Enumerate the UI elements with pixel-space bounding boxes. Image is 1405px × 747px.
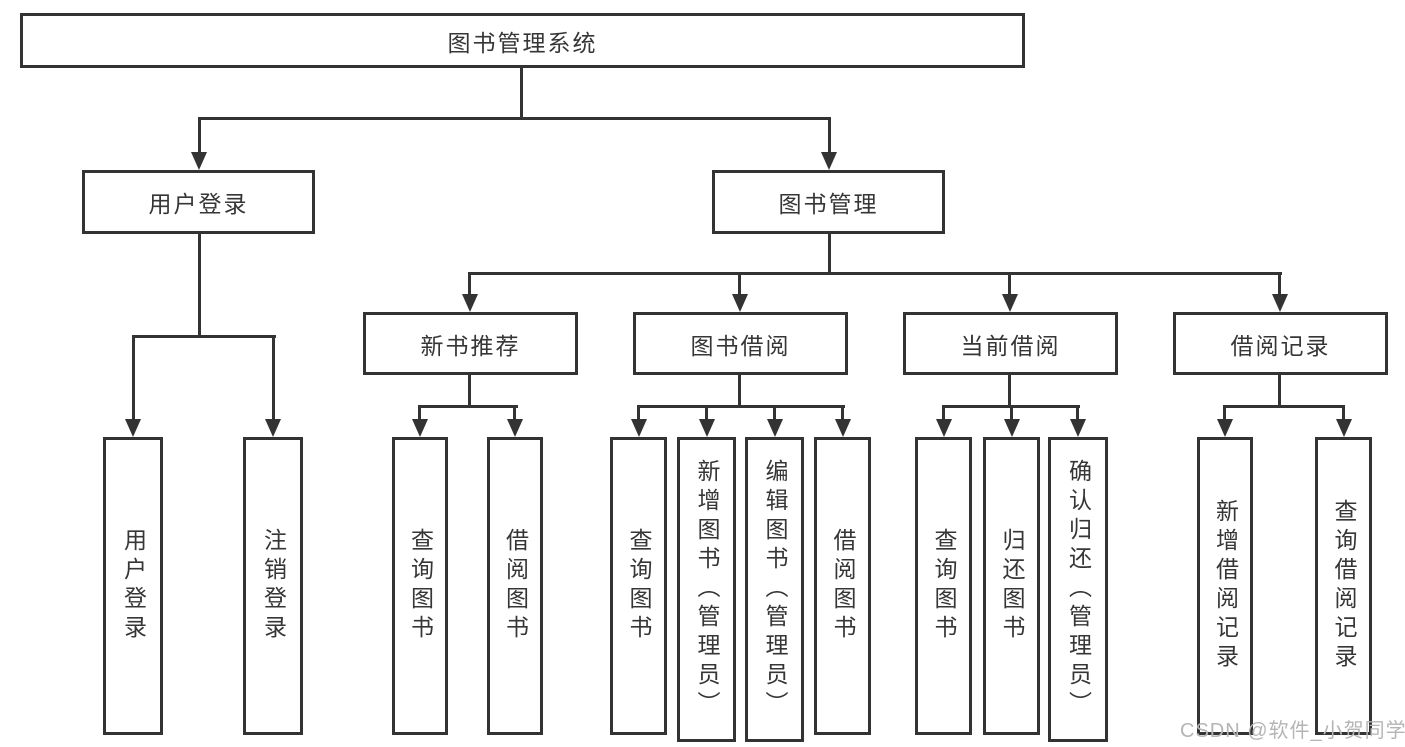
node-label: 新增借阅记录 bbox=[1212, 499, 1239, 673]
node-label: 借阅图书 bbox=[830, 528, 856, 644]
connector-line bbox=[1008, 375, 1011, 408]
arrow-down-icon bbox=[1004, 419, 1020, 437]
node-current-borrowing: 当前借阅 bbox=[903, 312, 1118, 375]
node-add-books-admin: 新增图书（管理员） bbox=[677, 437, 736, 742]
arrow-down-icon bbox=[265, 419, 281, 437]
node-label: 图书借阅 bbox=[690, 332, 791, 359]
connector-line bbox=[418, 405, 421, 421]
arrow-down-icon bbox=[699, 419, 715, 437]
node-borrow-books-borrowing: 借阅图书 bbox=[814, 437, 871, 735]
connector-line bbox=[198, 117, 201, 154]
connector-line bbox=[1223, 405, 1345, 408]
node-borrowing-records: 借阅记录 bbox=[1173, 312, 1388, 375]
node-label: 查询图书 bbox=[407, 528, 434, 644]
arrow-down-icon bbox=[1272, 294, 1288, 312]
node-query-books-borrowing: 查询图书 bbox=[610, 437, 667, 735]
arrow-down-icon bbox=[125, 419, 141, 437]
arrow-down-icon bbox=[191, 152, 207, 170]
connector-line bbox=[637, 405, 845, 408]
node-label: 新增图书（管理员） bbox=[694, 459, 720, 720]
node-book-borrowing: 图书借阅 bbox=[633, 312, 848, 375]
node-label: 注销登录 bbox=[260, 528, 287, 644]
connector-line bbox=[468, 272, 471, 296]
node-label: 查询借阅记录 bbox=[1331, 499, 1357, 673]
node-label: 编辑图书（管理员） bbox=[762, 459, 788, 720]
arrow-down-icon bbox=[1217, 419, 1233, 437]
connector-line bbox=[738, 375, 741, 408]
connector-line bbox=[828, 117, 831, 154]
connector-line bbox=[738, 272, 741, 296]
node-user-login-leaf: 用户登录 bbox=[103, 437, 163, 735]
connector-line bbox=[1076, 405, 1079, 421]
node-book-management: 图书管理 bbox=[712, 170, 945, 234]
connector-line bbox=[132, 335, 135, 421]
node-label: 图书管理 bbox=[778, 191, 879, 217]
node-edit-books-admin: 编辑图书（管理员） bbox=[745, 437, 804, 742]
connector-line bbox=[520, 68, 523, 120]
connector-line bbox=[1278, 375, 1281, 408]
node-add-borrow-record: 新增借阅记录 bbox=[1197, 437, 1253, 735]
node-label: 当前借阅 bbox=[960, 332, 1061, 359]
connector-line bbox=[468, 375, 471, 408]
arrow-down-icon bbox=[732, 294, 748, 312]
connector-line bbox=[1223, 405, 1226, 421]
connector-line bbox=[705, 405, 708, 421]
connector-line bbox=[468, 272, 1282, 275]
node-query-borrow-record: 查询借阅记录 bbox=[1315, 437, 1372, 735]
node-label: 借阅图书 bbox=[502, 528, 529, 644]
connector-line bbox=[1278, 272, 1281, 296]
node-query-books-current: 查询图书 bbox=[915, 437, 972, 735]
arrow-down-icon bbox=[631, 419, 647, 437]
node-return-books: 归还图书 bbox=[983, 437, 1040, 735]
arrow-down-icon bbox=[1070, 419, 1086, 437]
node-label: 借阅记录 bbox=[1230, 332, 1331, 359]
node-borrow-books-recommend: 借阅图书 bbox=[487, 437, 543, 735]
connector-line bbox=[513, 405, 516, 421]
connector-line bbox=[198, 117, 831, 120]
node-confirm-return-admin: 确认归还（管理员） bbox=[1048, 437, 1108, 742]
arrow-down-icon bbox=[821, 152, 837, 170]
connector-line bbox=[1342, 405, 1345, 421]
node-label: 确认归还（管理员） bbox=[1065, 459, 1092, 720]
arrow-down-icon bbox=[507, 419, 523, 437]
node-new-book-recommendation: 新书推荐 bbox=[363, 312, 578, 375]
node-query-books-recommend: 查询图书 bbox=[392, 437, 448, 735]
connector-line bbox=[942, 405, 945, 421]
arrow-down-icon bbox=[936, 419, 952, 437]
node-label: 用户登录 bbox=[120, 528, 147, 644]
csdn-watermark: CSDN @软件_小贺同学 bbox=[1180, 720, 1405, 742]
connector-line bbox=[272, 335, 275, 421]
arrow-down-icon bbox=[835, 419, 851, 437]
node-label: 归还图书 bbox=[999, 528, 1025, 644]
connector-line bbox=[132, 335, 276, 338]
connector-line bbox=[841, 405, 844, 421]
node-label: 查询图书 bbox=[931, 528, 957, 644]
connector-line bbox=[198, 234, 201, 338]
connector-line bbox=[828, 234, 831, 275]
arrow-down-icon bbox=[1002, 294, 1018, 312]
node-user-login: 用户登录 bbox=[82, 170, 315, 234]
node-label: 用户登录 bbox=[148, 191, 249, 217]
connector-line bbox=[1008, 272, 1011, 296]
connector-line bbox=[418, 405, 518, 408]
connector-line bbox=[1010, 405, 1013, 421]
node-label: 查询图书 bbox=[626, 528, 652, 644]
arrow-down-icon bbox=[767, 419, 783, 437]
node-logout: 注销登录 bbox=[243, 437, 303, 735]
node-library-system: 图书管理系统 bbox=[20, 13, 1025, 68]
node-label: 新书推荐 bbox=[420, 332, 521, 359]
arrow-down-icon bbox=[1336, 419, 1352, 437]
node-label: 图书管理系统 bbox=[447, 29, 598, 56]
arrow-down-icon bbox=[462, 294, 478, 312]
arrow-down-icon bbox=[412, 419, 428, 437]
connector-line bbox=[773, 405, 776, 421]
connector-line bbox=[637, 405, 640, 421]
